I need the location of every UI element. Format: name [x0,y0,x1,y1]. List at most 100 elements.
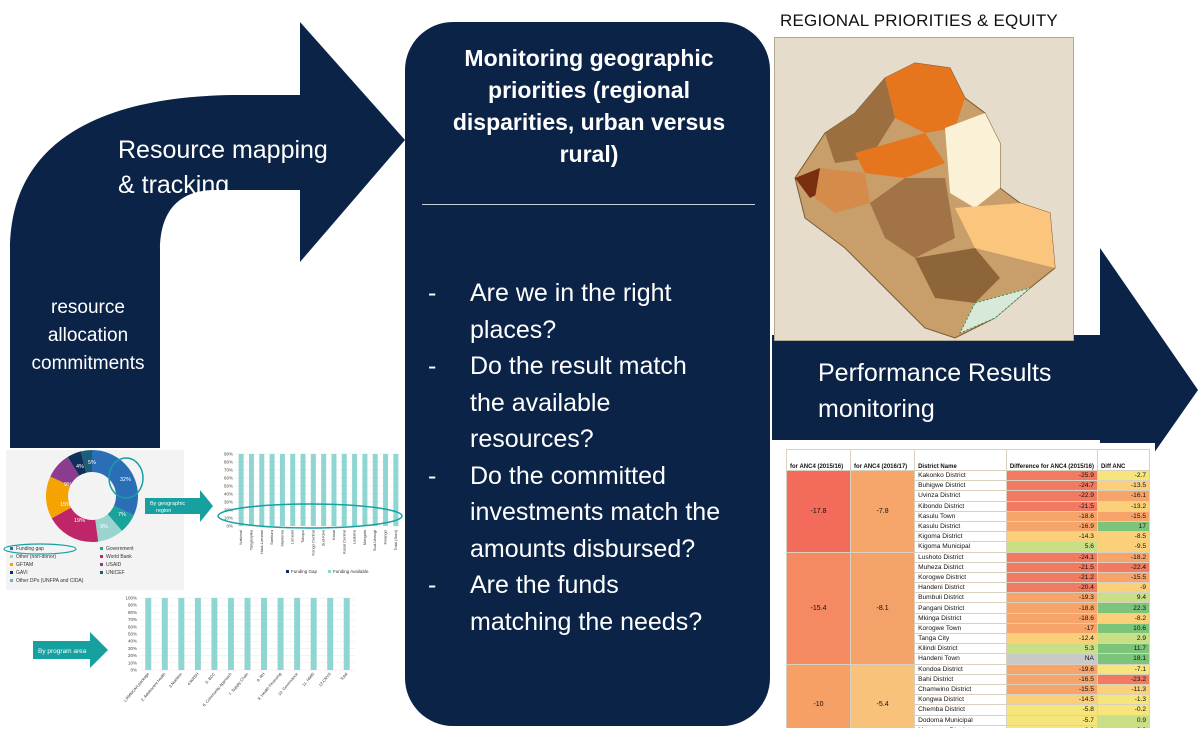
x-tick-label: Mongala [362,529,367,545]
diff-2015: -20.4 [1005,582,1098,594]
diff-2016: -13.2 [1096,500,1151,512]
highlight-ellipse [3,543,77,555]
question-line: amounts disbursed? [470,534,696,563]
y-tick-label: 0% [130,668,137,673]
y-tick-label: 80% [128,610,137,615]
diff-2016: 22.3 [1096,602,1151,614]
diff-2016: -9.5 [1096,541,1151,553]
map-region [955,203,1055,268]
donut-label: 32% [120,477,131,483]
district-name: Handeni District [914,582,1007,594]
x-tick-label: 11. HMIS [301,671,316,687]
district-name: Lushoto District [914,551,1007,563]
bar-available [341,454,347,526]
district-name: Kondoa District [914,663,1007,675]
divider [422,204,755,205]
question-line: Are the funds [470,571,619,599]
x-tick-label: Sud-Ubangi [372,530,377,551]
bar-available [321,454,327,526]
table-row: Chemba District-5.8-0.2 [787,704,1151,716]
donut-labels: 32% 7% 9% 19% 15% 9% 4% 5% [60,460,131,530]
district-name: Kibondo District [914,500,1007,512]
donut-chart [46,450,144,542]
x-tick-label: Lualaba [352,529,357,544]
district-name: Kilindi District [914,643,1007,655]
bar-available [310,598,317,670]
bar-available [277,598,284,670]
legend-swatch [328,570,331,573]
bar-available [238,454,244,526]
district-name: Chamwino District [914,683,1007,696]
diff-2016: 0.9 [1096,714,1151,726]
question-line: places? [470,315,557,344]
bar-available [259,454,265,526]
y-tick-label: 70% [128,617,137,622]
performance-title: Performance Results monitoring [818,355,1051,427]
x-tick-label: 5. BCC [204,671,216,684]
performance-table-panel: for ANC4 (2015/16) for ANC4 (2016/17) Di… [780,443,1155,728]
x-tick-label: 8. RH [255,671,265,682]
diff-2016: -13.5 [1096,480,1151,492]
charts-svg: 32% 7% 9% 19% 15% 9% 4% 5% Funding gap G… [3,450,403,707]
regional-map [774,37,1074,341]
y-tick-label: 0% [226,524,233,529]
legend-item: USAID [106,562,122,568]
diff-2016: -22.4 [1096,561,1151,573]
bar-available [310,454,316,526]
question-line: matching the needs? [470,607,703,636]
subtitle-line: commitments [31,353,145,374]
donut-label: 9% [64,482,72,488]
table-row: Buhigwe District-24.7-13.5 [787,480,1151,492]
x-tick-label: 6. Community Approach [201,671,232,707]
district-name: Handeni Town [914,653,1007,665]
legend-item: UNICEF [106,570,125,576]
diff-2016: -9 [1096,582,1151,594]
x-tick-label: 12.CRVS [317,671,332,687]
bullet-dash: - [428,571,437,599]
region-value-2015: -10 [785,663,852,728]
title-line: Resource mapping [118,136,328,164]
table-header-row: for ANC4 (2015/16) for ANC4 (2016/17) Di… [785,449,1151,471]
bar-available [290,454,296,526]
table-row: Korogwe District-21.2-15.5 [787,571,1151,584]
district-name: Kigoma Municipal [914,541,1007,553]
y-tick-label: 60% [224,476,233,481]
question-line: Are we in the right [470,279,672,307]
diff-2016: -7.1 [1096,663,1151,675]
center-title-line: rural) [559,141,619,167]
diff-2015: -21.5 [1005,500,1098,512]
district-name: Korogwe Town [914,622,1007,635]
x-tick-label: National [238,530,243,545]
district-name: Bahi District [914,673,1007,685]
title-line: & tracking [118,171,230,199]
x-tick-label: Tshopo [300,529,305,543]
diff-2016: -1.3 [1096,694,1151,706]
y-tick-label: 50% [224,484,233,489]
district-name: Kakonko District [914,469,1007,482]
bar-available [161,598,168,670]
y-tick-label: 90% [128,603,137,608]
y-tick-label: 30% [128,646,137,651]
center-title-line: disparities, urban versus [452,109,726,135]
diff-2015: -14.3 [1005,531,1098,543]
center-title-line: priorities (regional [488,77,690,103]
diff-2016: -8.5 [1096,531,1151,543]
bar-available [294,598,301,670]
column-header: District Name [914,449,1007,471]
column-header: Diff ANC [1096,449,1151,471]
question-line: the available [470,388,611,417]
donut-label: 4% [76,464,84,470]
program-bar-chart: 100%90%80%70%60%50%40%30%20%10%0%1.RMNCA… [122,596,355,707]
legend-item: World Bank [106,554,132,560]
donut-label: 5% [88,460,96,466]
diff-2016: -18.2 [1096,551,1151,563]
region-value-2016: -5.4 [850,663,916,728]
y-tick-label: 80% [224,460,233,465]
